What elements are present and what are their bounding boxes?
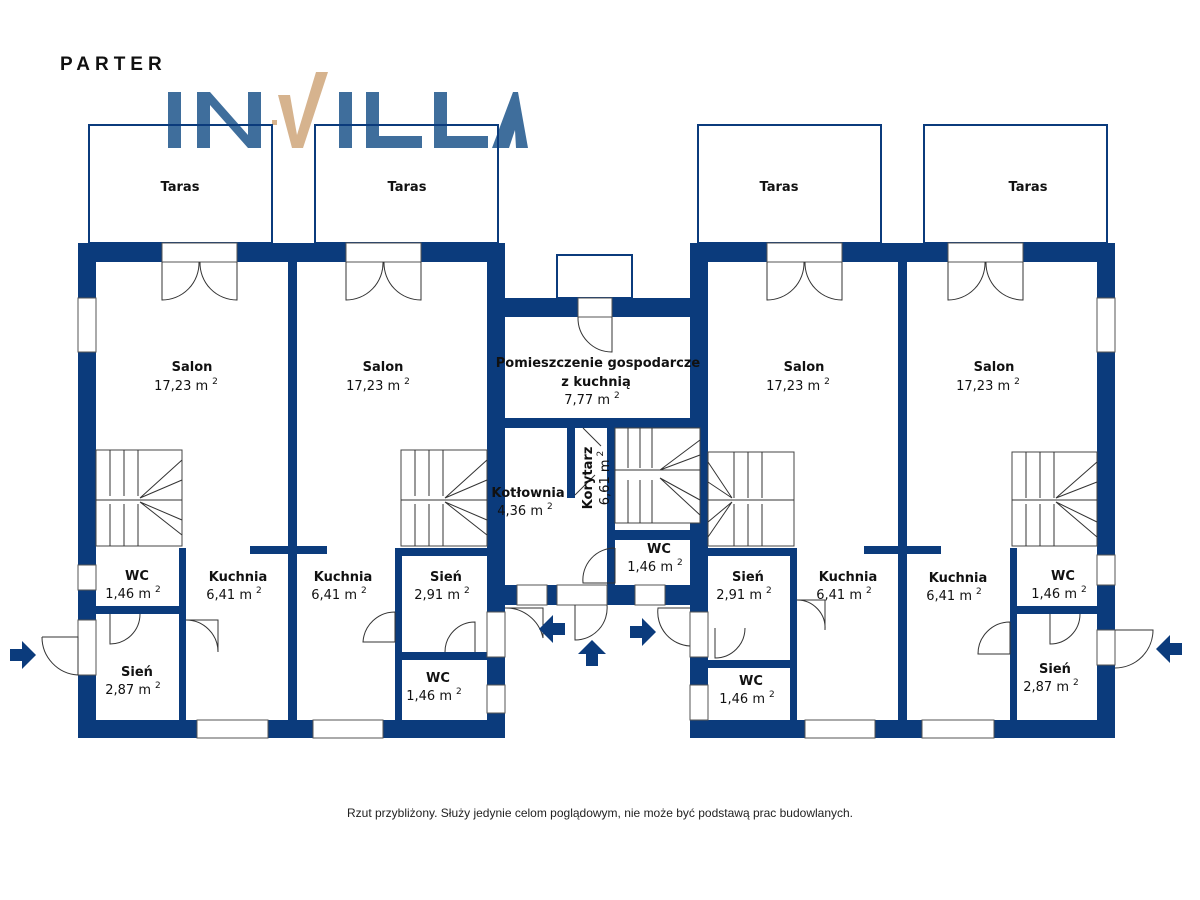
floor-title: PARTER	[60, 54, 167, 75]
arrow-right-icon	[630, 618, 656, 646]
svg-text:WC: WC	[125, 569, 149, 584]
svg-text:z kuchnią: z kuchnią	[561, 375, 630, 390]
svg-text:Kuchnia: Kuchnia	[209, 570, 268, 585]
terrace-labels: Taras Taras Taras Taras	[161, 180, 1048, 195]
svg-text:Kotłownia: Kotłownia	[491, 486, 564, 501]
arrow-left-icon	[539, 615, 565, 643]
svg-text:Kuchnia: Kuchnia	[929, 571, 988, 586]
svg-text:1,46 m2: 1,46 m2	[1031, 585, 1086, 602]
staircases	[95, 427, 1098, 547]
svg-text:4,36 m2: 4,36 m2	[497, 502, 552, 519]
svg-text:Pomieszczenie gospodarcze: Pomieszczenie gospodarcze	[496, 356, 701, 371]
svg-text:Salon: Salon	[363, 360, 404, 375]
terrace-label: Taras	[388, 180, 427, 195]
svg-text:6,41 m2: 6,41 m2	[206, 586, 261, 603]
svg-text:6,41 m2: 6,41 m2	[311, 586, 366, 603]
svg-text:17,23 m2: 17,23 m2	[956, 377, 1020, 394]
svg-text:Sień: Sień	[732, 570, 764, 585]
svg-text:Salon: Salon	[784, 360, 825, 375]
svg-text:Kuchnia: Kuchnia	[819, 570, 878, 585]
svg-text:1,46 m2: 1,46 m2	[406, 687, 461, 704]
terraces	[88, 124, 1108, 299]
arrow-right-icon	[10, 641, 36, 669]
svg-text:Sień: Sień	[430, 570, 462, 585]
svg-text:2,91 m2: 2,91 m2	[716, 586, 771, 603]
door-swings	[41, 261, 1154, 676]
svg-text:Salon: Salon	[172, 360, 213, 375]
invilla-logo	[168, 72, 528, 148]
svg-text:1,46 m2: 1,46 m2	[627, 558, 682, 575]
svg-text:Sień: Sień	[1039, 662, 1071, 677]
svg-text:6,41 m2: 6,41 m2	[816, 586, 871, 603]
terrace-label: Taras	[1009, 180, 1048, 195]
svg-text:WC: WC	[1051, 569, 1075, 584]
svg-text:2,87 m2: 2,87 m2	[1023, 678, 1078, 695]
svg-text:Sień: Sień	[121, 665, 153, 680]
arrow-left-icon	[1156, 635, 1182, 663]
svg-text:1,46 m2: 1,46 m2	[719, 690, 774, 707]
entrance-arrows	[10, 615, 1182, 669]
svg-text:2,91 m2: 2,91 m2	[414, 586, 469, 603]
svg-text:2,87 m2: 2,87 m2	[105, 681, 160, 698]
svg-text:6,41 m2: 6,41 m2	[926, 587, 981, 604]
disclaimer: Rzut przybliżony. Służy jedynie celom po…	[346, 806, 854, 820]
terrace-label: Taras	[161, 180, 200, 195]
svg-text:WC: WC	[739, 674, 763, 689]
svg-text:Korytarz: Korytarz	[581, 447, 596, 510]
svg-text:Kuchnia: Kuchnia	[314, 570, 373, 585]
svg-text:17,23 m2: 17,23 m2	[154, 377, 218, 394]
svg-text:1,46 m2: 1,46 m2	[105, 585, 160, 602]
svg-text:6,61 m2: 6,61 m2	[596, 451, 613, 505]
svg-text:Salon: Salon	[974, 360, 1015, 375]
terrace-label: Taras	[760, 180, 799, 195]
svg-text:17,23 m2: 17,23 m2	[346, 377, 410, 394]
svg-text:WC: WC	[426, 671, 450, 686]
svg-text:WC: WC	[647, 542, 671, 557]
svg-text:17,23 m2: 17,23 m2	[766, 377, 830, 394]
svg-text:7,77 m2: 7,77 m2	[564, 391, 619, 408]
arrow-up-icon	[578, 640, 606, 666]
